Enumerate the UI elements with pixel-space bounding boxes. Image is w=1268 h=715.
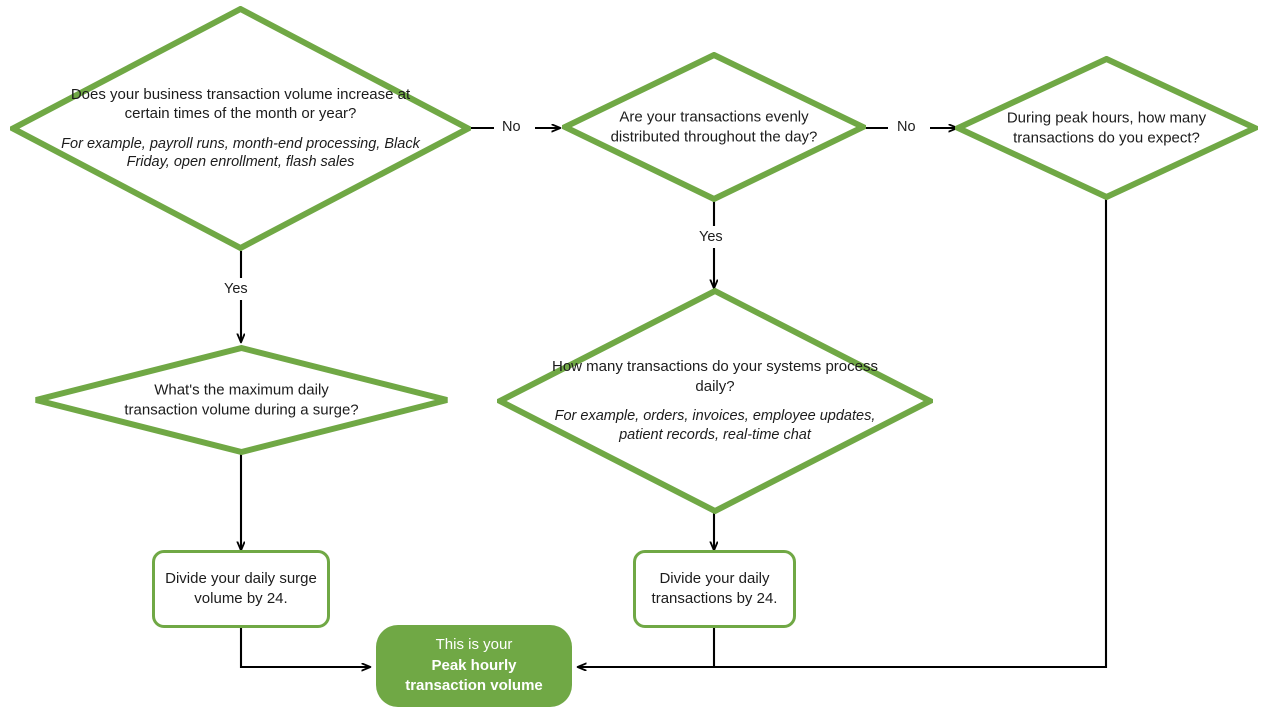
result-lead-text: This is your bbox=[435, 636, 513, 654]
decision-peak-hours-label: During peak hours, how many transactions… bbox=[1006, 109, 1207, 147]
process-divide-daily-transactions-label: Divide your daily transactions by 24. bbox=[651, 570, 778, 607]
diamond-shape bbox=[35, 345, 448, 455]
diamond-shape bbox=[955, 56, 1258, 200]
decision-seasonality-question: Does your business transaction volume in… bbox=[70, 85, 411, 123]
edge-label-even-distribution-yes: Yes bbox=[697, 229, 725, 245]
decision-max-surge-label: What's the maximum daily transaction vol… bbox=[124, 381, 359, 419]
diamond-shape bbox=[562, 52, 866, 202]
decision-peak-hours[interactable]: During peak hours, how many transactions… bbox=[955, 56, 1258, 200]
process-divide-surge-volume-label: Divide your daily surge volume by 24. bbox=[165, 570, 317, 607]
decision-daily-volume-label: How many transactions do your systems pr… bbox=[545, 357, 885, 445]
result-peak-hourly-transaction-volume[interactable]: This is your Peak hourly transaction vol… bbox=[376, 625, 572, 707]
process-divide-daily-transactions[interactable]: Divide your daily transactions by 24. bbox=[633, 550, 796, 628]
decision-seasonality[interactable]: Does your business transaction volume in… bbox=[10, 6, 471, 251]
decision-seasonality-example: For example, payroll runs, month-end pro… bbox=[61, 135, 420, 171]
result-emphasis-line2: transaction volume bbox=[405, 677, 543, 695]
result-emphasis-line1: Peak hourly bbox=[431, 656, 517, 674]
process-divide-surge-volume[interactable]: Divide your daily surge volume by 24. bbox=[152, 550, 330, 628]
decision-even-distribution-label: Are your transactions evenly distributed… bbox=[610, 108, 818, 146]
result-peak-hourly-label: This is your Peak hourly transaction vol… bbox=[405, 635, 543, 696]
diamond-shape bbox=[10, 6, 471, 251]
decision-even-distribution[interactable]: Are your transactions evenly distributed… bbox=[562, 52, 866, 202]
decision-daily-volume-example: For example, orders, invoices, employee … bbox=[554, 408, 876, 443]
edge-label-seasonality-no: No bbox=[500, 119, 523, 135]
diamond-shape bbox=[497, 288, 933, 514]
decision-daily-volume[interactable]: How many transactions do your systems pr… bbox=[497, 288, 933, 514]
edge-label-seasonality-yes: Yes bbox=[222, 281, 250, 297]
edge-label-even-distribution-no: No bbox=[895, 119, 918, 135]
decision-seasonality-label: Does your business transaction volume in… bbox=[61, 85, 421, 173]
decision-max-surge[interactable]: What's the maximum daily transaction vol… bbox=[33, 345, 450, 455]
decision-daily-volume-question: How many transactions do your systems pr… bbox=[552, 358, 878, 395]
